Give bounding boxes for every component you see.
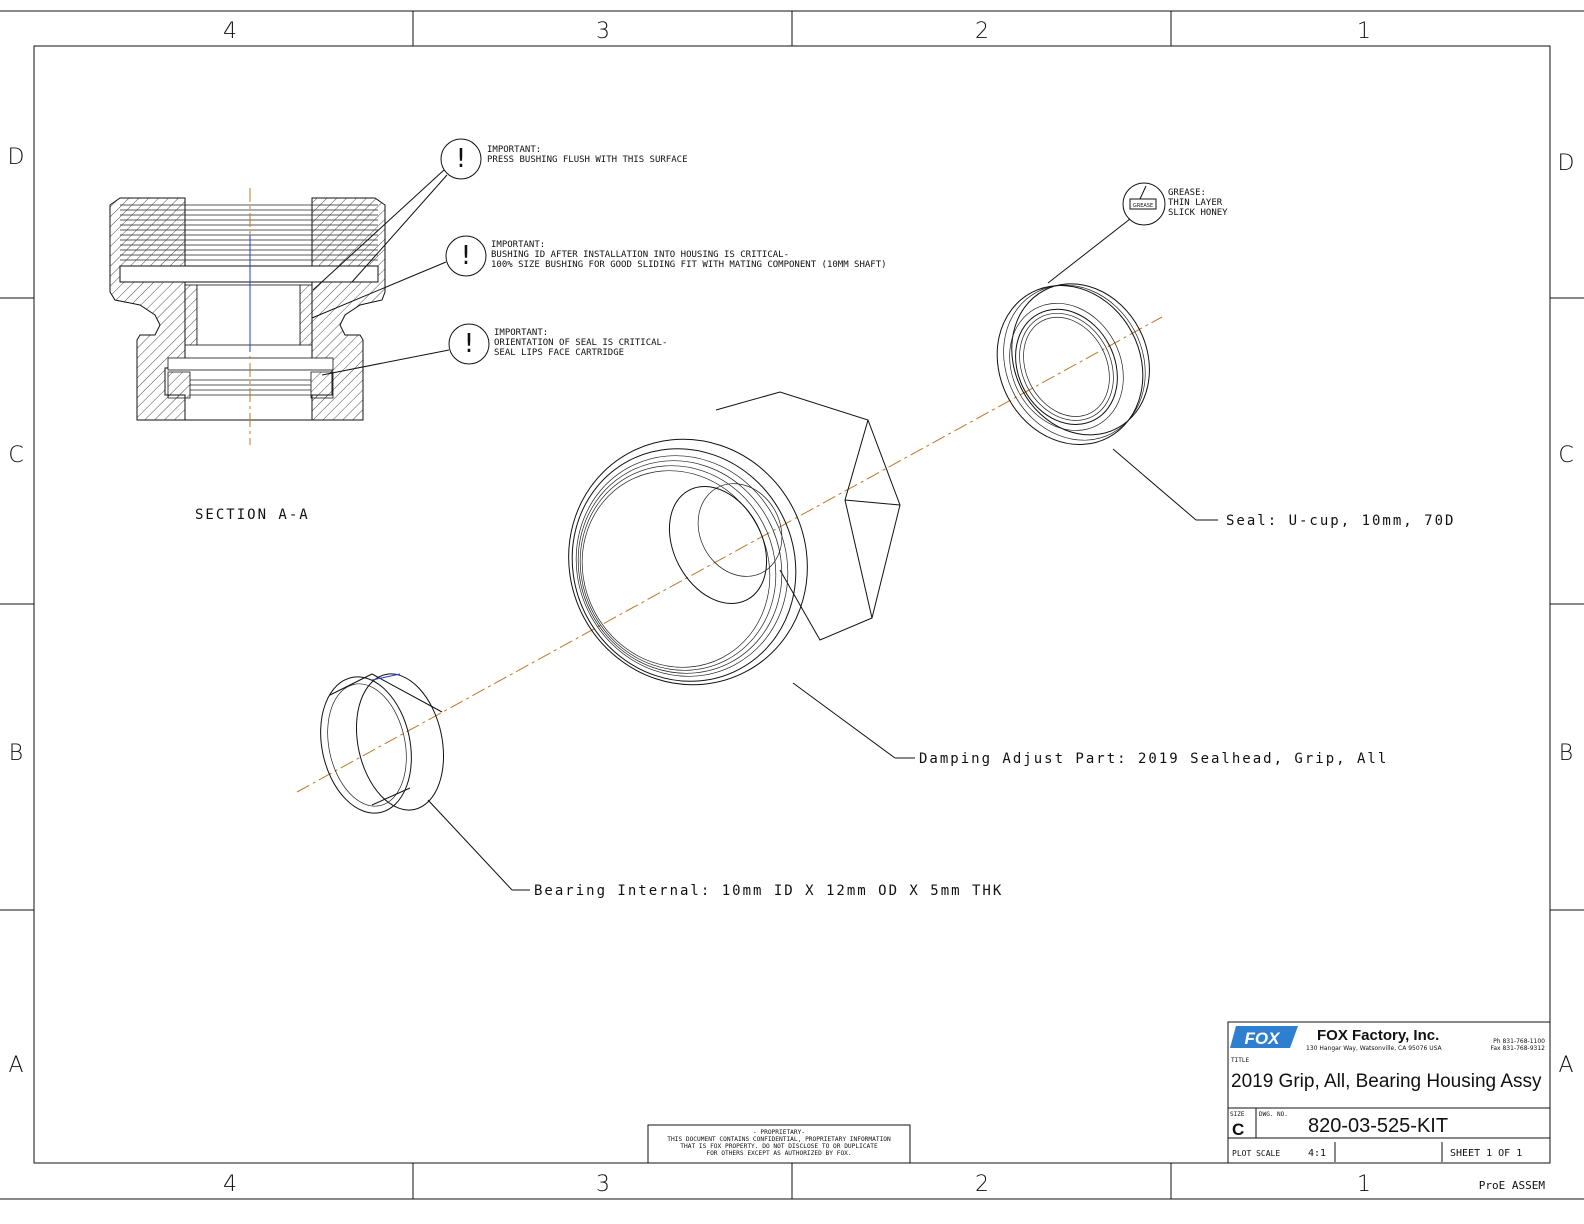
note-3-line-3: SEAL LIPS FACE CARTRIDGE: [494, 348, 624, 358]
zone-right-a: A: [1558, 1053, 1573, 1078]
damping-housing-part: [568, 391, 901, 686]
assembly-axis: [296, 316, 1163, 793]
sheet-size: C: [1232, 1120, 1244, 1139]
fox-logo-text: FOX: [1245, 1029, 1282, 1048]
drawing-number: 820-03-525-KIT: [1308, 1115, 1448, 1137]
exclamation-icon: !: [464, 329, 474, 359]
exclamation-icon: !: [456, 144, 466, 174]
grease-note: GREASE GREASE: THIN LAYER SLICK HONEY: [1047, 182, 1228, 284]
bearing-callout: Bearing Internal: 10mm ID X 12mm OD X 5m…: [534, 883, 1003, 899]
drawing-frame: [0, 10, 1584, 1200]
zone-bottom-4: 4: [223, 1172, 237, 1197]
important-note-1: ! IMPORTANT: PRESS BUSHING FLUSH WITH TH…: [312, 138, 687, 291]
zone-right-d: D: [1558, 151, 1575, 176]
zone-top-2: 2: [975, 19, 989, 44]
zone-bottom-2: 2: [975, 1172, 989, 1197]
seal-callout: Seal: U-cup, 10mm, 70D: [1226, 513, 1455, 529]
company-fax: Fax 831-768-9312: [1490, 1045, 1545, 1052]
proprietary-line-2: THIS DOCUMENT CONTAINS CONFIDENTIAL, PRO…: [667, 1136, 891, 1143]
plot-scale-label: PLOT SCALE: [1232, 1149, 1280, 1158]
exclamation-icon: !: [461, 241, 471, 271]
grease-icon: GREASE: [1133, 203, 1153, 209]
note-2-line-3: 100% SIZE BUSHING FOR GOOD SLIDING FIT W…: [491, 260, 887, 270]
title-block: FOX FOX Factory, Inc. 130 Hangar Way, Wa…: [1227, 1021, 1551, 1164]
fox-logo: [1230, 1026, 1298, 1048]
zone-left-a: A: [8, 1053, 23, 1078]
zone-top-1: 1: [1357, 19, 1371, 44]
grease-line-2: THIN LAYER: [1168, 198, 1223, 208]
proprietary-line-4: FOR OTHERS EXCEPT AS AUTHORIZED BY FOX.: [706, 1150, 851, 1157]
proprietary-line-3: THAT IS FOX PROPERTY. DO NOT DISCLOSE TO…: [680, 1143, 878, 1150]
bearing-leader: Bearing Internal: 10mm ID X 12mm OD X 5m…: [427, 799, 1003, 899]
seal-part: [996, 283, 1150, 446]
seal-leader: Seal: U-cup, 10mm, 70D: [1112, 448, 1455, 529]
company-phone: Ph 831-768-1100: [1493, 1038, 1545, 1045]
important-note-3: ! IMPORTANT: ORIENTATION OF SEAL IS CRIT…: [321, 323, 667, 376]
zone-top-3: 3: [596, 19, 610, 44]
zone-top-4: 4: [223, 19, 237, 44]
drawing-title: 2019 Grip, All, Bearing Housing Assy: [1231, 1071, 1542, 1092]
zone-bottom-3: 3: [596, 1172, 610, 1197]
note-3-line-2: ORIENTATION OF SEAL IS CRITICAL-: [494, 338, 667, 348]
title-label: TITLE: [1231, 1057, 1249, 1064]
bearing-part: [320, 673, 445, 814]
note-1-line-1: IMPORTANT:: [487, 145, 541, 155]
grease-line-1: GREASE:: [1168, 188, 1206, 198]
damping-leader: Damping Adjust Part: 2019 Sealhead, Grip…: [792, 682, 1388, 767]
grease-line-3: SLICK HONEY: [1168, 208, 1228, 218]
note-2-line-2: BUSHING ID AFTER INSTALLATION INTO HOUSI…: [491, 250, 789, 260]
proprietary-line-1: - PROPRIETARY-: [753, 1129, 805, 1136]
zone-left-d: D: [8, 145, 25, 170]
section-view: [109, 188, 386, 445]
size-label: SIZE: [1230, 1111, 1245, 1118]
section-label: SECTION A-A: [195, 507, 310, 523]
zone-right-c: C: [1558, 443, 1573, 468]
sheet-number: SHEET 1 OF 1: [1450, 1148, 1522, 1159]
note-1-line-2: PRESS BUSHING FLUSH WITH THIS SURFACE: [487, 155, 687, 165]
zone-labels: 4 3 2 1 4 3 2 1 D C B A D C B A: [8, 19, 1575, 1197]
damping-callout: Damping Adjust Part: 2019 Sealhead, Grip…: [919, 751, 1388, 767]
footer-label: ProE ASSEM: [1479, 1179, 1546, 1192]
note-2-line-1: IMPORTANT:: [491, 240, 545, 250]
company-name: FOX Factory, Inc.: [1317, 1027, 1439, 1044]
dwg-no-label: DWG. NO.: [1259, 1111, 1288, 1118]
important-note-2: ! IMPORTANT: BUSHING ID AFTER INSTALLATI…: [311, 235, 887, 319]
plot-scale: 4:1: [1308, 1148, 1326, 1159]
note-3-line-1: IMPORTANT:: [494, 328, 548, 338]
zone-right-b: B: [1559, 741, 1573, 766]
zone-bottom-1: 1: [1357, 1172, 1371, 1197]
zone-left-c: C: [8, 443, 23, 468]
zone-left-b: B: [9, 741, 23, 766]
company-address: 130 Hangar Way, Watsonville, CA 95076 US…: [1306, 1045, 1443, 1052]
proprietary-notice: - PROPRIETARY- THIS DOCUMENT CONTAINS CO…: [647, 1124, 911, 1164]
